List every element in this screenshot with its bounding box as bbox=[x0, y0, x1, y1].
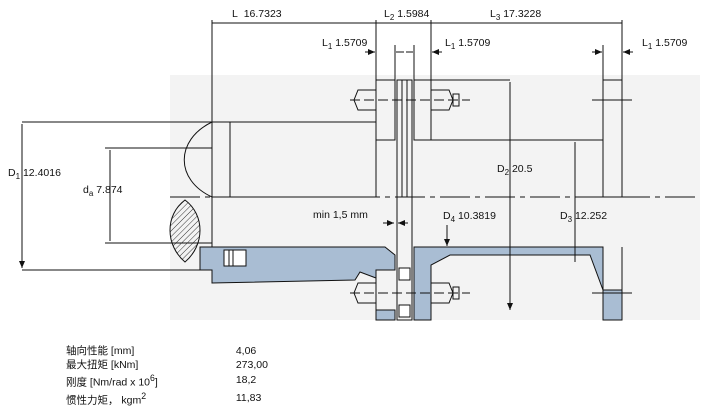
dim-L1-left: L1 1.5709 bbox=[322, 37, 368, 52]
property-label: 轴向性能 [mm] bbox=[66, 345, 135, 357]
property-value: 4,06 bbox=[235, 345, 257, 357]
property-row: 最大扭矩 [kNm] 273,00 bbox=[66, 359, 268, 373]
property-value: 273,00 bbox=[235, 358, 268, 371]
dim-D1: D1 12.4016 bbox=[8, 167, 61, 182]
property-value: 18,2 bbox=[235, 374, 257, 387]
dim-D4: D4 10.3819 bbox=[443, 210, 496, 225]
property-row: 惯性力矩， kgm2 11,83 bbox=[66, 390, 268, 408]
dim-D3: D3 12.252 bbox=[560, 210, 608, 225]
dim-L3: L3 17.3228 bbox=[490, 8, 542, 23]
property-label: 刚度 [Nm/rad x 106] bbox=[66, 373, 158, 389]
property-value: 11,83 bbox=[235, 392, 262, 405]
properties-table: 轴向性能 [mm] 4,06 最大扭矩 [kNm] 273,00 刚度 [Nm/ra… bbox=[66, 345, 268, 408]
min-gap-label: min 1,5 mm bbox=[313, 209, 368, 221]
property-row: 刚度 [Nm/rad x 106] 18,2 bbox=[66, 372, 268, 390]
dim-L1-mid: L1 1.5709 bbox=[445, 37, 491, 52]
dim-L: L 16.7323 bbox=[232, 8, 282, 20]
property-row: 轴向性能 [mm] 4,06 bbox=[66, 345, 268, 359]
dim-L2: L2 1.5984 bbox=[384, 8, 430, 23]
property-label: 最大扭矩 [kNm] bbox=[66, 358, 139, 371]
dim-L1-right: L1 1.5709 bbox=[642, 37, 688, 52]
property-label: 惯性力矩， kgm2 bbox=[66, 391, 147, 407]
dim-D2: D2 20.5 bbox=[497, 163, 533, 178]
dim-da: da 7.874 bbox=[83, 184, 123, 199]
